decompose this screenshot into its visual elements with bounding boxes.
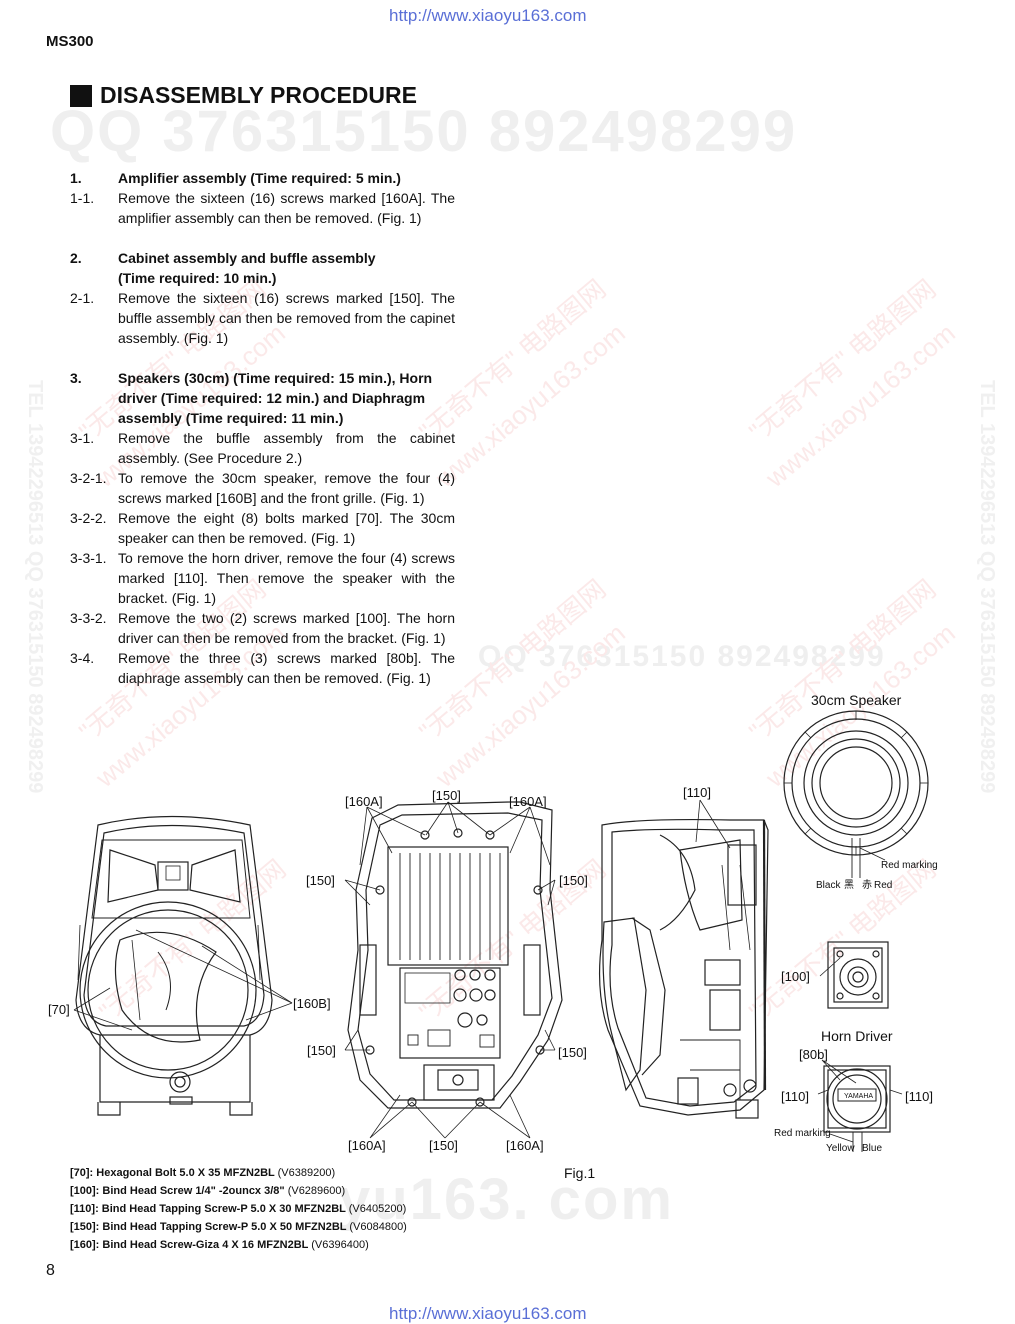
- label-150-bottom: [150]: [429, 1138, 458, 1153]
- label-160a-top-right: [160A]: [509, 794, 547, 809]
- speaker-30cm-drawing: [783, 710, 929, 878]
- figure-caption: Fig.1: [564, 1165, 596, 1181]
- label-160a-bottom-left: [160A]: [348, 1138, 386, 1153]
- horn-driver-drawing: [823, 1065, 891, 1152]
- section-title-text: DISASSEMBLY PROCEDURE: [100, 82, 417, 108]
- source-url-top: http://www.xiaoyu163.com: [389, 6, 587, 25]
- part-row: [110]: Bind Head Tapping Screw-P 5.0 X 3…: [70, 1203, 407, 1215]
- procedure-step: 2-1. Remove the sixteen (16) screws mark…: [70, 290, 455, 346]
- watermark-url-bottom: yu163. com: [338, 1167, 674, 1232]
- procedure-step: 3-3-2. Remove the two (2) screws marked …: [70, 610, 455, 646]
- procedure-step: 2. Cabinet assembly and buffle assembly …: [70, 250, 376, 286]
- label-160a-top-left: [160A]: [345, 794, 383, 809]
- procedure-step: 3-3-1. To remove the horn driver, remove…: [70, 550, 455, 606]
- procedure-step: 3-2-1. To remove the 30cm speaker, remov…: [70, 470, 455, 506]
- part-row: [150]: Bind Head Tapping Screw-P 5.0 X 5…: [70, 1221, 407, 1233]
- procedure-step: 1. Amplifier assembly (Time required: 5 …: [70, 170, 401, 186]
- model-name: MS300: [46, 33, 94, 50]
- speaker-red-marking: Red marking: [881, 860, 938, 871]
- front-view-leaders: [73, 929, 293, 1031]
- section-title: DISASSEMBLY PROCEDURE: [70, 82, 417, 109]
- label-150-upper-left: [150]: [306, 873, 335, 888]
- label-110-side: [110]: [683, 785, 711, 800]
- side-view-leaders: [695, 799, 731, 849]
- label-160a-bottom-right: [160A]: [506, 1138, 544, 1153]
- speaker-red-cn: 赤: [862, 879, 872, 891]
- speaker-black-cn: 黑: [844, 879, 854, 891]
- label-150-top: [150]: [432, 788, 461, 803]
- horn-yellow-wire: Yellow: [826, 1143, 855, 1154]
- procedure-step: 3-1. Remove the buffle assembly from the…: [70, 430, 455, 466]
- label-150-lower-left: [150]: [307, 1043, 336, 1058]
- procedure-list: 1. Amplifier assembly (Time required: 5 …: [70, 168, 455, 688]
- side-view-cabinet: [599, 818, 769, 1119]
- procedure-step: 1-1. Remove the sixteen (16) screws mark…: [70, 190, 455, 226]
- procedure-step: 3-4. Remove the three (3) screws marked …: [70, 650, 455, 686]
- disassembly-figure: [70] [160B] [160A] [150] [160A] [150] [1…: [48, 692, 938, 1154]
- label-80b: [80b]: [799, 1047, 828, 1062]
- section-square-icon: [70, 84, 92, 107]
- speaker-title: 30cm Speaker: [811, 692, 902, 708]
- part-row: [160]: Bind Head Screw-Giza 4 X 16 MFZN2…: [70, 1239, 369, 1251]
- part-row: [70]: Hexagonal Bolt 5.0 X 35 MFZN2BL (V…: [70, 1167, 336, 1179]
- label-70: [70]: [48, 1002, 70, 1017]
- page-number: 8: [46, 1262, 55, 1279]
- horn-brand-logo: YAMAHA: [844, 1093, 873, 1100]
- source-url-bottom: http://www.xiaoyu163.com: [389, 1304, 587, 1323]
- rear-view-leaders: [344, 801, 556, 1139]
- watermark-qq-mid: QQ 376315150 892498299: [478, 640, 886, 673]
- procedure-step: 3-2-2. Remove the eight (8) bolts marked…: [70, 510, 455, 546]
- label-110-left: [110]: [781, 1089, 809, 1104]
- horn-driver-title: Horn Driver: [821, 1028, 893, 1044]
- horn-bracket-drawing: [827, 941, 889, 1009]
- parts-list: [70]: Hexagonal Bolt 5.0 X 35 MFZN2BL (V…: [70, 1164, 407, 1254]
- speaker-black-wire: Black: [816, 880, 841, 891]
- label-110-right: [110]: [905, 1089, 933, 1104]
- label-100: [100]: [781, 969, 810, 984]
- label-160b: [160B]: [293, 996, 331, 1011]
- watermark-qq-top: QQ 376315150 892498299: [50, 99, 798, 164]
- rear-view-cabinet: [347, 801, 563, 1109]
- label-150-upper-right: [150]: [559, 873, 588, 888]
- speaker-red-wire: Red: [874, 880, 892, 891]
- part-row: [100]: Bind Head Screw 1/4" -2ouncx 3/8"…: [70, 1185, 346, 1197]
- horn-red-marking: Red marking: [774, 1128, 831, 1139]
- front-view-cabinet: [75, 815, 273, 1116]
- procedure-step: 3. Speakers (30cm) (Time required: 15 mi…: [70, 370, 433, 426]
- horn-blue-wire: Blue: [862, 1143, 882, 1154]
- label-150-lower-right: [150]: [558, 1045, 587, 1060]
